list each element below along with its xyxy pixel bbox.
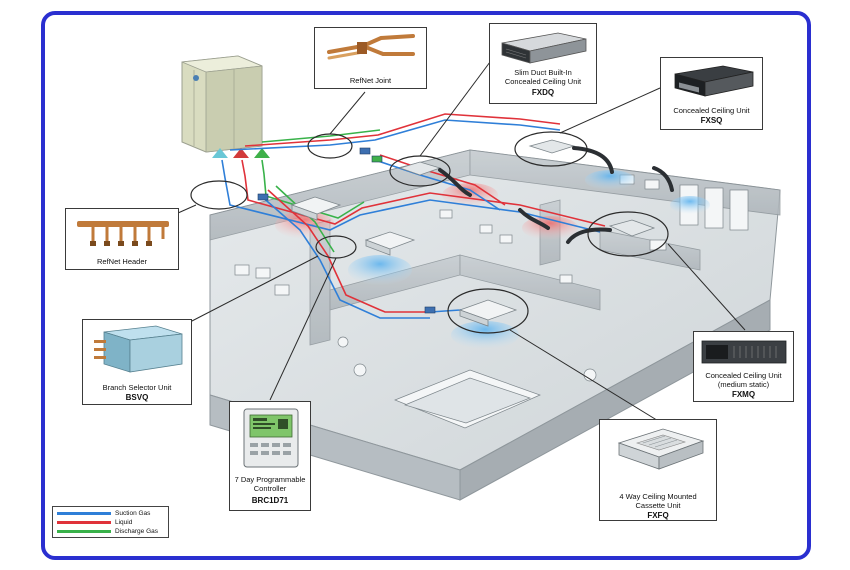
fxfq-caption: 4 Way Ceiling Mounted Cassette Unit — [619, 492, 697, 510]
fxdq-model: FXDQ — [531, 88, 555, 97]
fxmq-model: FXMQ — [731, 390, 756, 399]
branch-boxes — [257, 147, 436, 314]
cassette-unit-icon — [617, 428, 705, 470]
programmable-controller-icon — [243, 408, 299, 468]
callout-fxsq: Concealed Ceiling Unit FXSQ — [660, 57, 763, 130]
concealed-ceiling-unit-icon — [674, 65, 754, 97]
liquid-label: Liquid — [115, 519, 133, 526]
refnet-joint-icon — [327, 34, 415, 60]
callout-bsvq: Branch Selector Unit BSVQ — [82, 319, 192, 405]
fxsq-model: FXSQ — [700, 116, 723, 125]
bsvq-caption: Branch Selector Unit — [102, 383, 172, 392]
callout-fxdq: Slim Duct Built-In Concealed Ceiling Uni… — [489, 23, 597, 104]
branch-selector-unit-icon — [94, 325, 183, 373]
indoor-units — [290, 139, 656, 327]
highlight-circles — [190, 131, 669, 334]
legend-item-liquid: Liquid — [57, 518, 167, 527]
outdoor-unit — [181, 55, 270, 158]
furniture — [234, 174, 749, 429]
legend-item-discharge-gas: Discharge Gas — [57, 527, 167, 536]
fxfq-model: FXFQ — [647, 511, 669, 520]
medium-static-unit-icon — [701, 340, 787, 364]
suction-gas-swatch — [57, 512, 111, 515]
callout-refnet-joint: RefNet Joint — [314, 27, 427, 89]
discharge-gas-label: Discharge Gas — [115, 528, 158, 535]
callout-fxfq: 4 Way Ceiling Mounted Cassette Unit FXFQ — [599, 419, 717, 521]
callout-fxmq: Concealed Ceiling Unit (medium static) F… — [693, 331, 794, 402]
pipe-legend: Suction Gas Liquid Discharge Gas — [52, 506, 169, 538]
refnet-joint-caption: RefNet Joint — [349, 76, 392, 85]
brc1d71-model: BRC1D71 — [251, 496, 289, 505]
bsvq-model: BSVQ — [125, 393, 149, 402]
fxdq-caption: Slim Duct Built-In Concealed Ceiling Uni… — [504, 68, 582, 86]
fxsq-caption: Concealed Ceiling Unit — [673, 106, 750, 115]
callout-refnet-header: RefNet Header — [65, 208, 179, 270]
fxmq-caption: Concealed Ceiling Unit (medium static) — [705, 371, 782, 389]
callout-brc1d71: 7 Day Programmable Controller BRC1D71 — [229, 401, 311, 511]
brc1d71-caption: 7 Day Programmable Controller — [234, 475, 306, 493]
liquid-swatch — [57, 521, 111, 524]
discharge-gas-swatch — [57, 530, 111, 533]
refnet-header-icon — [77, 221, 169, 246]
suction-gas-label: Suction Gas — [115, 510, 151, 517]
refnet-header-caption: RefNet Header — [96, 257, 148, 266]
legend-item-suction-gas: Suction Gas — [57, 509, 167, 518]
slim-duct-unit-icon — [501, 32, 587, 64]
leader-lines — [177, 61, 746, 423]
ducts — [438, 146, 674, 244]
